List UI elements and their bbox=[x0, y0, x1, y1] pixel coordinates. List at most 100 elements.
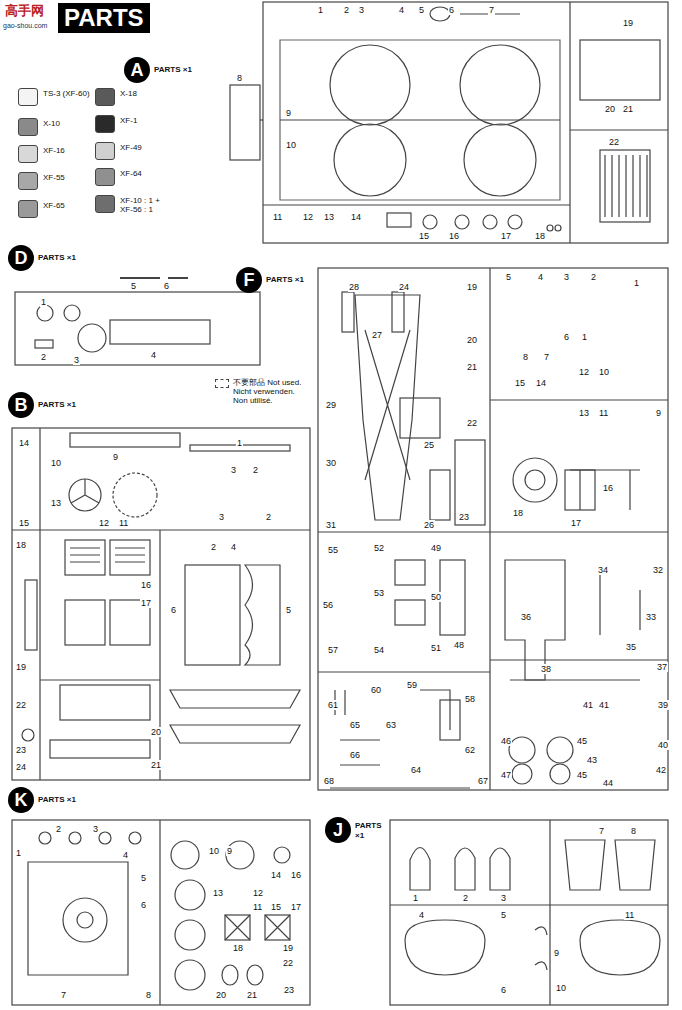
callout-number: 36 bbox=[520, 612, 532, 622]
callout-number: 54 bbox=[373, 645, 385, 655]
callout-number: 4 bbox=[537, 272, 544, 282]
callout-number: 31 bbox=[325, 520, 337, 530]
callout-number: 34 bbox=[597, 565, 609, 575]
sprue-letter: F bbox=[244, 271, 255, 289]
callout-number: 3 bbox=[358, 5, 365, 15]
callout-number: 22 bbox=[15, 700, 27, 710]
callout-number: 25 bbox=[423, 440, 435, 450]
callout-number: 10 bbox=[50, 458, 62, 468]
callout-number: 40 bbox=[657, 740, 669, 750]
callout-number: 7 bbox=[543, 352, 550, 362]
paint-swatch bbox=[18, 145, 38, 163]
legend-text: XF-49 bbox=[120, 143, 170, 152]
paint-swatch bbox=[95, 195, 115, 213]
callout-number: 23 bbox=[15, 745, 27, 755]
callout-number: 6 bbox=[163, 281, 170, 291]
callout-number: 21 bbox=[150, 760, 162, 770]
callout-number: 12 bbox=[578, 367, 590, 377]
legend-text: XF-16 bbox=[43, 146, 93, 155]
callout-number: 11 bbox=[598, 408, 609, 418]
callout-number: 26 bbox=[423, 520, 435, 530]
callout-number: 39 bbox=[657, 700, 669, 710]
callout-number: 9 bbox=[285, 108, 292, 118]
callout-number: 16 bbox=[290, 870, 302, 880]
callout-number: 60 bbox=[370, 685, 382, 695]
callout-number: 2 bbox=[343, 5, 350, 15]
callout-number: 4 bbox=[122, 850, 129, 860]
callout-number: 18 bbox=[15, 540, 27, 550]
callout-number: 64 bbox=[410, 765, 422, 775]
callout-number: 5 bbox=[140, 873, 147, 883]
title-banner: PARTS bbox=[58, 3, 150, 33]
callout-number: 14 bbox=[350, 212, 362, 222]
paint-swatch bbox=[18, 88, 38, 106]
callout-number: 2 bbox=[265, 512, 272, 522]
callout-number: 2 bbox=[55, 824, 62, 834]
callout-number: 27 bbox=[371, 330, 383, 340]
sprue-badge: DPARTS ×1 bbox=[8, 245, 34, 271]
callout-number: 68 bbox=[323, 776, 335, 786]
callout-number: 4 bbox=[398, 5, 405, 15]
callout-number: 2 bbox=[590, 272, 597, 282]
legend-text: XF-64 bbox=[120, 169, 170, 178]
paint-swatch bbox=[95, 168, 115, 186]
callout-number: 67 bbox=[477, 776, 489, 786]
watermark-logo: 高手网 bbox=[4, 3, 45, 18]
callout-number: 48 bbox=[453, 640, 465, 650]
callout-number: 18 bbox=[534, 231, 546, 241]
callout-number: 17 bbox=[140, 598, 152, 608]
callout-number: 28 bbox=[348, 282, 360, 292]
callout-number: 5 bbox=[130, 281, 137, 291]
sprue-letter: K bbox=[15, 791, 28, 809]
callout-number: 9 bbox=[655, 408, 662, 418]
callout-number: 14 bbox=[18, 438, 30, 448]
callout-number: 43 bbox=[586, 755, 598, 765]
callout-number: 19 bbox=[282, 943, 294, 953]
callout-number: 7 bbox=[60, 990, 67, 1000]
paint-swatch bbox=[95, 88, 115, 106]
callout-number: 16 bbox=[602, 483, 614, 493]
paint-swatch bbox=[18, 172, 38, 190]
callout-number: 3 bbox=[218, 512, 225, 522]
callout-number: 51 bbox=[430, 643, 442, 653]
legend-text: X-10 bbox=[43, 119, 93, 128]
callout-number: 53 bbox=[373, 588, 385, 598]
callout-number: 23 bbox=[283, 985, 295, 995]
callout-number: 56 bbox=[322, 600, 334, 610]
callout-number: 22 bbox=[282, 958, 294, 968]
callout-number: 3 bbox=[230, 465, 237, 475]
legend-text: 不要部品 Not used. Nicht verwenden. Non util… bbox=[233, 378, 311, 405]
callout-number: 21 bbox=[246, 990, 258, 1000]
callout-number: 29 bbox=[325, 400, 337, 410]
callout-number: 2 bbox=[210, 542, 217, 552]
callout-number: 10 bbox=[285, 140, 297, 150]
callout-number: 11 bbox=[272, 212, 283, 222]
callout-number: 5 bbox=[418, 5, 425, 15]
callout-number: 2 bbox=[40, 352, 47, 362]
callout-number: 19 bbox=[622, 18, 634, 28]
callout-number: 32 bbox=[652, 565, 664, 575]
callout-number: 24 bbox=[398, 282, 410, 292]
callout-number: 11 bbox=[624, 910, 635, 920]
callout-number: 1 bbox=[412, 893, 419, 903]
callout-number: 6 bbox=[140, 900, 147, 910]
callout-number: 8 bbox=[145, 990, 152, 1000]
callout-number: 14 bbox=[535, 378, 547, 388]
sprue-heading: PARTS ×1 bbox=[266, 275, 304, 285]
callout-number: 6 bbox=[448, 5, 455, 15]
title-text: PARTS bbox=[64, 5, 144, 31]
callout-number: 10 bbox=[208, 846, 220, 856]
callout-number: 52 bbox=[373, 543, 385, 553]
sprue-letter: A bbox=[131, 61, 144, 79]
legend-text: XF-1 bbox=[120, 116, 170, 125]
callout-number: 5 bbox=[500, 910, 507, 920]
callout-number: 45 bbox=[576, 736, 588, 746]
paint-swatch bbox=[18, 118, 38, 136]
callout-number: 3 bbox=[73, 355, 80, 365]
sprue-badge: APARTS ×1 bbox=[124, 57, 150, 83]
callout-number: 7 bbox=[598, 826, 605, 836]
callout-number: 1 bbox=[317, 5, 324, 15]
sprue-heading: PARTS ×1 bbox=[355, 821, 385, 841]
sprue-letter: B bbox=[15, 396, 28, 414]
callout-number: 57 bbox=[327, 645, 339, 655]
